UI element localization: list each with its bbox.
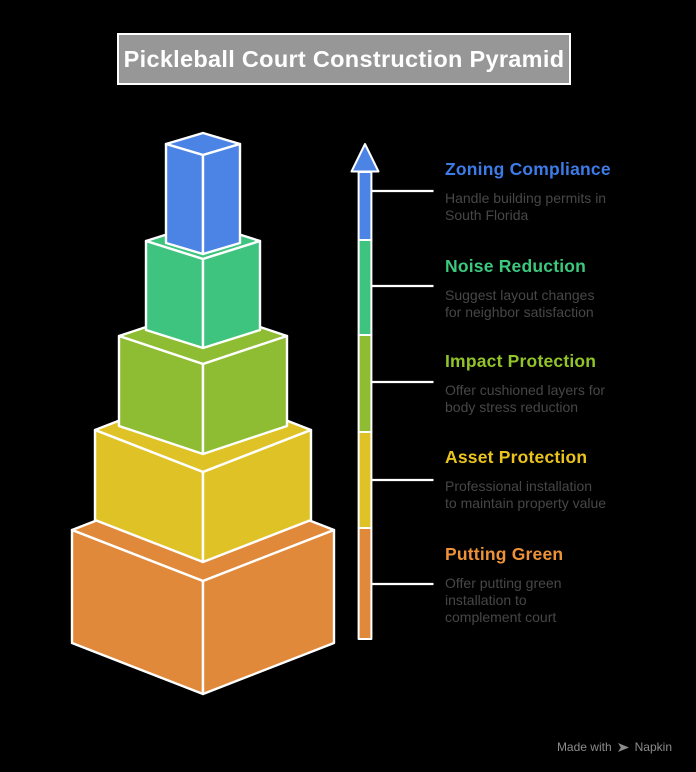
napkin-credit: Made with Napkin <box>557 740 672 754</box>
level-description: Handle building permits in South Florida <box>445 190 607 224</box>
level-title: Zoning Compliance <box>445 159 611 179</box>
level-description: Professional installation to maintain pr… <box>445 478 607 512</box>
box-right-face <box>201 528 336 696</box>
made-with-label: Made with <box>556 740 612 754</box>
level-description: Offer cushioned layers for body stress r… <box>445 382 606 416</box>
arrow-head-icon <box>350 143 380 173</box>
page-title: Pickleball Court Construction Pyramid <box>123 45 565 72</box>
level-description: Suggest layout changes for neighbor sati… <box>445 287 595 321</box>
level-title: Putting Green <box>445 544 564 564</box>
title-banner: Pickleball Court Construction Pyramid <box>117 33 571 85</box>
level-description: Offer putting green installation to comp… <box>445 575 562 626</box>
pyramid-box-zoning-compliance <box>164 131 242 256</box>
level-title: Noise Reduction <box>445 256 587 276</box>
napkin-logo-icon <box>617 742 629 752</box>
level-entry-asset: Asset Protection Professional installati… <box>445 447 670 512</box>
pyramid-box-putting-green <box>70 477 336 696</box>
level-entry-zoning: Zoning Compliance Handle building permit… <box>445 159 670 224</box>
level-title: Impact Protection <box>445 351 597 371</box>
box-right-face <box>201 428 313 564</box>
box-right-face <box>201 334 289 456</box>
leader-lines <box>371 189 434 586</box>
level-entry-putting: Putting Green Offer putting green instal… <box>445 544 670 627</box>
box-right-face <box>201 239 262 350</box>
box-right-face <box>201 142 242 256</box>
brand-label: Napkin <box>634 740 672 754</box>
progress-arrow <box>350 143 380 640</box>
level-entry-impact: Impact Protection Offer cushioned layers… <box>445 351 670 416</box>
level-entry-noise: Noise Reduction Suggest layout changes f… <box>445 256 670 321</box>
level-title: Asset Protection <box>445 447 588 467</box>
